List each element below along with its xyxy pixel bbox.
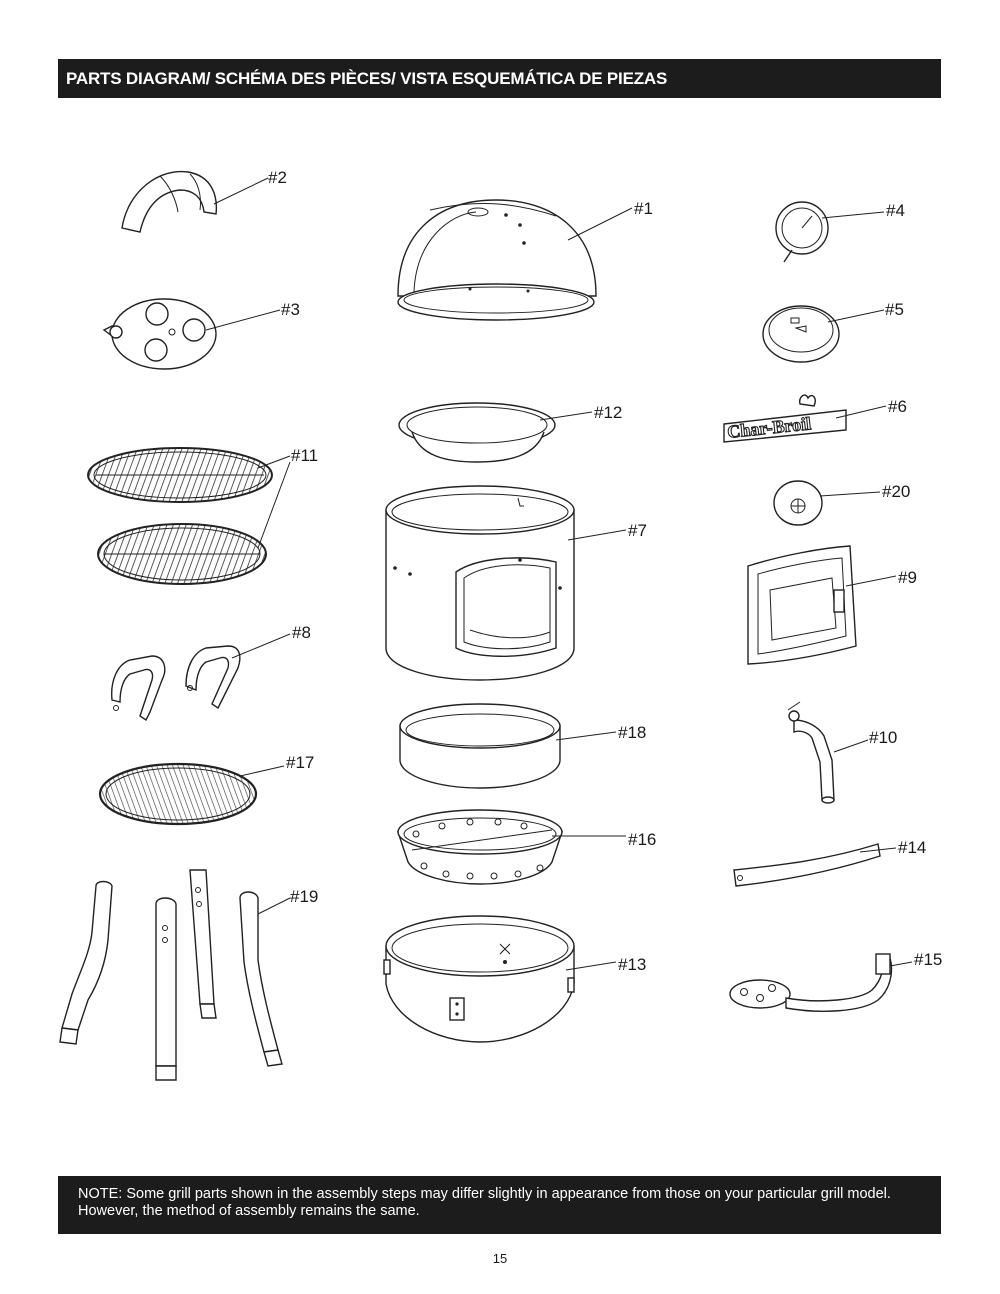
- header-title: PARTS DIAGRAM/ SCHÉMA DES PIÈCES/ VISTA …: [66, 68, 668, 88]
- note-line-1: NOTE: Some grill parts shown in the asse…: [78, 1186, 891, 1202]
- label-17: #17: [286, 753, 314, 772]
- note-line-2: However, the method of assembly remains …: [78, 1203, 420, 1219]
- label-3: #3: [281, 300, 300, 319]
- label-5: #5: [885, 300, 904, 319]
- part-1-lid: [397, 199, 633, 321]
- part-3-top-damper: [102, 298, 281, 370]
- part-10-tube: [787, 701, 869, 804]
- part-15-bowl-handle: [729, 953, 913, 1012]
- label-12: #12: [594, 403, 622, 422]
- part-2-lid-handle: [121, 170, 269, 233]
- part-16-charcoal-pan: [397, 809, 626, 885]
- logo-text: Char-Broil: [726, 413, 812, 442]
- label-20: #20: [882, 482, 910, 501]
- part-9-access-door: [747, 545, 897, 665]
- label-19: #19: [290, 887, 318, 906]
- part-12-water-pan: [398, 402, 593, 463]
- label-13: #13: [618, 955, 646, 974]
- part-19-legs: [59, 869, 291, 1081]
- label-9: #9: [898, 568, 917, 587]
- label-8: #8: [292, 623, 311, 642]
- label-14: #14: [898, 838, 926, 857]
- label-1: #1: [634, 199, 653, 218]
- label-15: #15: [914, 950, 942, 969]
- page-number: 15: [492, 1251, 508, 1266]
- label-2: #2: [268, 168, 287, 187]
- page-header: PARTS DIAGRAM/ SCHÉMA DES PIÈCES/ VISTA …: [58, 59, 941, 98]
- label-7: #7: [628, 521, 647, 540]
- label-16: #16: [628, 830, 656, 849]
- part-13-charcoal-bowl: [383, 915, 617, 1043]
- part-6-logo-badge: Char-Broil: [723, 394, 887, 443]
- part-18-charcoal-ring: [399, 703, 617, 789]
- label-4: #4: [886, 201, 905, 220]
- part-5-damper-cap: [762, 305, 885, 363]
- part-11-cooking-grates: [87, 447, 291, 585]
- label-6: #6: [888, 397, 907, 416]
- part-8-grate-brackets: [111, 633, 291, 722]
- part-4-thermometer: [775, 201, 885, 263]
- note-box: NOTE: Some grill parts shown in the asse…: [58, 1176, 941, 1234]
- part-20-vent: [773, 480, 881, 526]
- label-18: #18: [618, 723, 646, 742]
- part-17-charcoal-grate: [98, 762, 285, 826]
- part-14-heat-shield: [733, 843, 897, 887]
- label-10: #10: [869, 728, 897, 747]
- part-7-smoker-body: [385, 485, 627, 681]
- label-11: #11: [291, 446, 318, 465]
